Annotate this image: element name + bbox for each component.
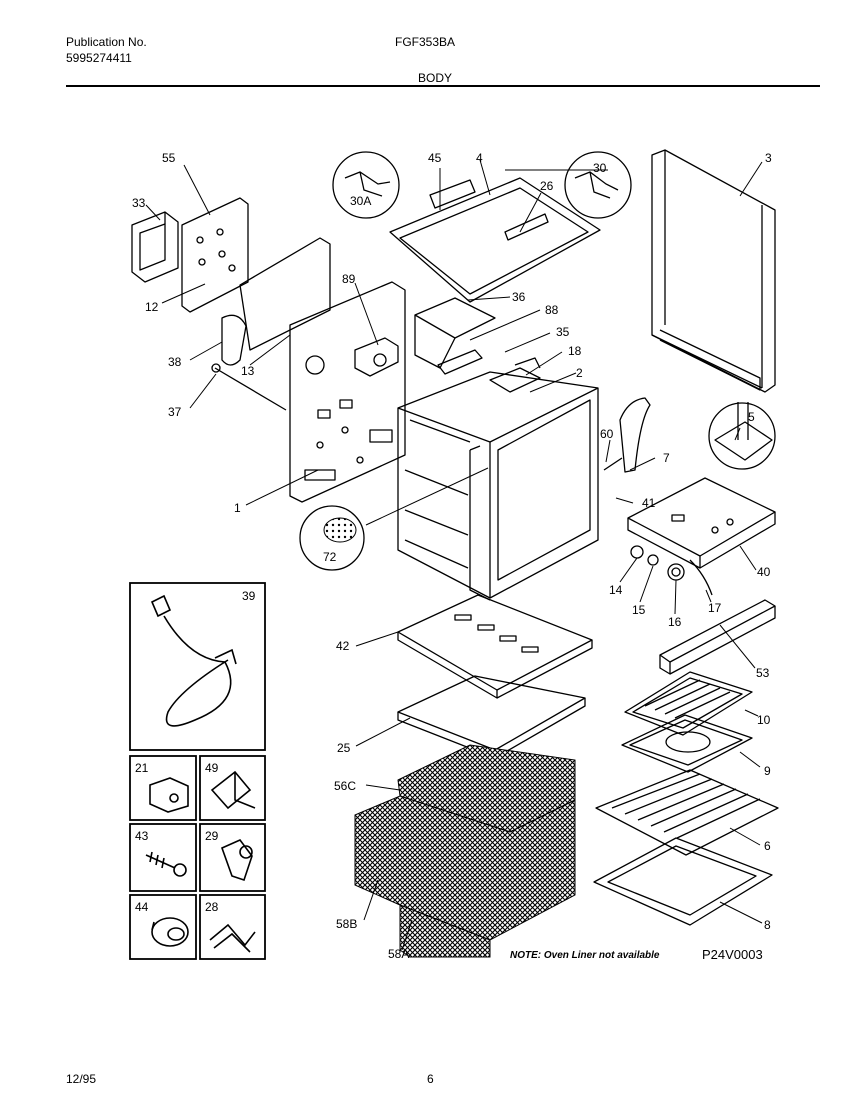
label-44: 44: [135, 900, 149, 914]
label-9: 9: [764, 764, 771, 778]
part-10-broil-grid: [624, 671, 753, 736]
footer-page-number: 6: [427, 1072, 434, 1086]
screw-icon: [145, 851, 187, 877]
label-7: 7: [663, 451, 670, 465]
part-1-back-panel: [239, 237, 406, 503]
part-9-broil-pan: [621, 714, 753, 773]
label-36: 36: [512, 290, 526, 304]
inset-30: [564, 151, 632, 219]
label-43: 43: [135, 829, 149, 843]
label-56C: 56C: [334, 779, 356, 793]
spring-clip-icon: [220, 839, 253, 882]
label-33: 33: [132, 196, 146, 210]
label-38: 38: [168, 355, 182, 369]
part-38-harness: [211, 314, 287, 411]
part-89-valve: [354, 337, 399, 377]
publication-number: 5995274411: [66, 51, 132, 65]
label-72: 72: [323, 550, 337, 564]
label-55: 55: [162, 151, 176, 165]
label-60: 60: [600, 427, 614, 441]
part-36-burner-box: [414, 297, 496, 375]
label-1: 1: [234, 501, 241, 515]
label-89: 89: [342, 272, 356, 286]
label-16: 16: [668, 615, 682, 629]
box-43: [129, 823, 197, 892]
label-6: 6: [764, 839, 771, 853]
part-8-broiler-drawer: [593, 837, 773, 926]
inset-5: [708, 402, 776, 470]
label-10: 10: [757, 713, 771, 727]
label-29: 29: [205, 829, 219, 843]
label-13: 13: [241, 364, 255, 378]
label-18: 18: [568, 344, 582, 358]
knob-icon: [151, 917, 189, 947]
model-number: FGF353BA: [395, 35, 456, 49]
power-cord-icon: [150, 594, 237, 727]
inset-30A: [332, 151, 400, 219]
label-21: 21: [135, 761, 149, 775]
part-labels: 55 33 12 38 37 13 89 1 72 45 4 30A 26 30…: [132, 151, 772, 961]
box-21: [129, 755, 197, 821]
box-28: [199, 894, 266, 960]
part-55-rear-plate: [181, 197, 249, 313]
label-30A: 30A: [350, 194, 371, 208]
header-rule: [66, 85, 820, 87]
publication-label: Publication No.: [66, 35, 147, 49]
part-6-oven-rack: [595, 769, 779, 856]
label-2: 2: [576, 366, 583, 380]
box-29: [199, 823, 266, 892]
part-72-insulation-roll: [299, 505, 365, 571]
diagram-code: P24V0003: [702, 947, 763, 962]
leader-lines: [145, 159, 763, 951]
oven-liner-note: NOTE: Oven Liner not available: [510, 950, 660, 961]
oven-liner-hatched: [354, 744, 576, 958]
label-39: 39: [242, 589, 256, 603]
label-41: 41: [642, 496, 656, 510]
label-42: 42: [336, 639, 350, 653]
label-17: 17: [708, 601, 722, 615]
terminal-block-icon: [149, 777, 189, 813]
bracket-clip-icon: [209, 923, 256, 953]
label-4: 4: [476, 151, 483, 165]
label-58B: 58B: [336, 917, 357, 931]
clip-bracket-icon: [210, 770, 256, 810]
label-58A: 58A: [388, 947, 409, 961]
part-7-ignitor: [603, 397, 651, 473]
label-49: 49: [205, 761, 219, 775]
label-40: 40: [757, 565, 771, 579]
label-3: 3: [765, 151, 772, 165]
part-40-shield: [627, 477, 776, 569]
label-45: 45: [428, 151, 442, 165]
part-25-panel: [397, 675, 586, 759]
label-14: 14: [609, 583, 623, 597]
label-26: 26: [540, 179, 554, 193]
label-37: 37: [168, 405, 182, 419]
part-35-bracket: [489, 357, 541, 393]
label-12: 12: [145, 300, 159, 314]
box-44: [129, 894, 197, 960]
section-title: BODY: [418, 71, 453, 85]
label-35: 35: [556, 325, 570, 339]
box-39: [129, 582, 266, 751]
label-5: 5: [748, 410, 755, 424]
part-33-bracket: [131, 211, 179, 283]
box-49: [199, 755, 266, 821]
label-53: 53: [756, 666, 770, 680]
label-28: 28: [205, 900, 219, 914]
label-88: 88: [545, 303, 559, 317]
label-8: 8: [764, 918, 771, 932]
oven-body-frame: [397, 371, 599, 601]
footer-date: 12/95: [66, 1072, 97, 1086]
part-3-side-panel: [651, 149, 776, 393]
label-25: 25: [337, 741, 351, 755]
label-30: 30: [593, 161, 607, 175]
part-53-rail: [659, 599, 776, 675]
part-42-oven-bottom: [397, 594, 593, 699]
part-4-top-plate: [389, 177, 601, 303]
label-15: 15: [632, 603, 646, 617]
